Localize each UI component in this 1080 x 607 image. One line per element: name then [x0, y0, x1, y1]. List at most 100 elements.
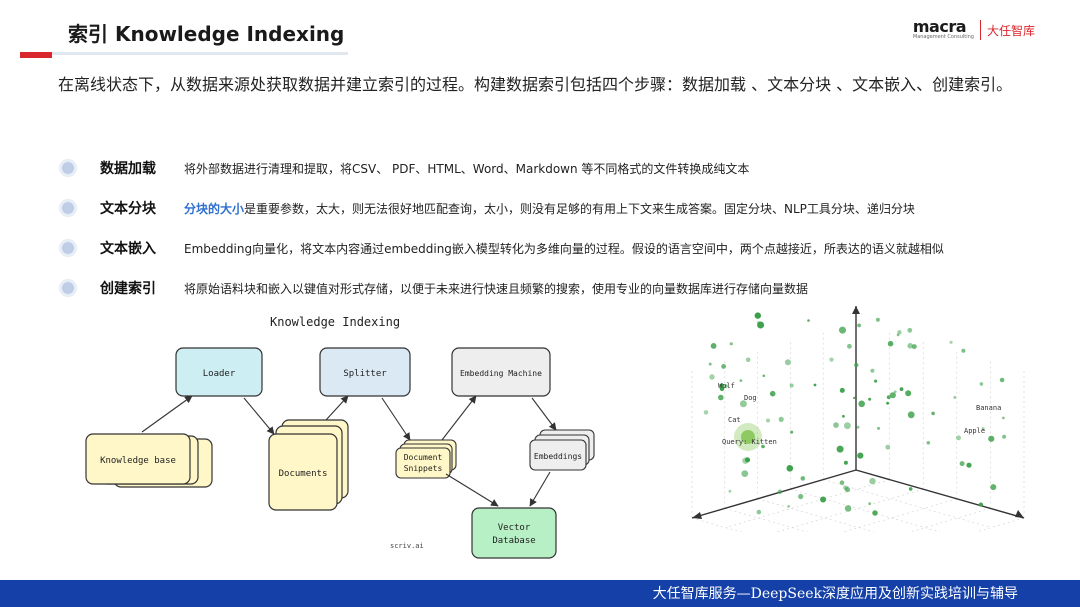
vector-point: [813, 383, 817, 387]
vector-point: [789, 383, 794, 388]
vector-point: [897, 330, 902, 335]
vector-point: [745, 357, 751, 363]
arrow-snippets-to-vector: [445, 473, 499, 507]
vector-point: [868, 502, 872, 505]
arrow-splitter-to-snippets: [381, 397, 411, 441]
arrow-kb-to-loader: [141, 395, 193, 433]
vector-point: [757, 321, 765, 329]
vector-point: [874, 379, 878, 383]
vector-point: [959, 461, 965, 467]
arrow-snippets-to-embedding: [441, 395, 477, 441]
vector-point: [877, 426, 880, 430]
vector-point: [887, 340, 894, 347]
arrow-documents-to-splitter: [325, 395, 349, 421]
logo-divider: [979, 20, 981, 40]
vector-point: [719, 383, 724, 388]
label-query-kitten: Query: Kitten: [722, 438, 777, 446]
grid-line: [725, 479, 890, 528]
step-description: 将原始语料块和嵌入以键值对形式存储，以便于未来进行快速且频繁的搜索，使用专业的向…: [184, 281, 809, 296]
splitter-label: Splitter: [343, 369, 387, 379]
splitter-box: [319, 347, 411, 397]
label-dog: Dog: [744, 394, 757, 402]
step-term: 文本嵌入: [100, 241, 156, 257]
vector-point: [709, 374, 715, 380]
arrow-loader-to-documents: [243, 397, 275, 435]
vector-point: [931, 411, 935, 416]
vector-point: [787, 505, 790, 508]
vector-points: [703, 312, 1007, 516]
logo-subtitle: Management Consulting: [912, 34, 974, 40]
bullet-dot-icon: [62, 242, 74, 254]
vector-point: [856, 425, 860, 429]
loader-box: [175, 347, 263, 397]
vector-space-plot: Wolf Dog Cat Query: Kitten Banana Apple: [691, 306, 1025, 532]
vector-point: [847, 343, 852, 349]
snippets-label-line1: Document: [404, 453, 443, 462]
bullet-dot-icon: [62, 282, 74, 294]
vector-point: [729, 342, 733, 346]
axis-vertical-arrow-icon: [852, 306, 860, 314]
grid-line: [842, 498, 957, 532]
query-point: [741, 430, 755, 444]
label-wolf: Wolf: [718, 382, 735, 390]
embeddings-box: [529, 439, 587, 471]
vector-point: [762, 374, 766, 378]
step-description-rest: 是重要参数，太大，则无法很好地匹配查询，太小，则没有足够的有用上下文来生成答案。…: [244, 201, 915, 216]
vector-point: [769, 390, 776, 397]
intro-paragraph: 在离线状态下，从数据来源处获取数据并建立索引的过程。构建数据索引包括四个步骤：数…: [58, 75, 1013, 94]
knowledge-base-label: Knowledge base: [100, 456, 176, 466]
vector-database-label-line1: Vector: [498, 523, 531, 533]
vector-point: [741, 470, 749, 477]
snippets-label-line2: Snippets: [404, 464, 443, 473]
step-item-indexing: 创建索引 将原始语料块和嵌入以键值对形式存储，以便于未来进行快速且频繁的搜索，使…: [62, 268, 1052, 308]
vector-point: [766, 418, 770, 423]
step-item-loading: 数据加载 将外部数据进行清理和提取，将CSV、 PDF、HTML、Word、Ma…: [62, 148, 1052, 188]
vector-point: [820, 496, 827, 503]
embeddings-label: Embeddings: [534, 452, 582, 461]
brand-logo: macra Management Consulting 大任智库: [912, 19, 1035, 40]
vector-point: [854, 362, 859, 368]
vector-point: [829, 357, 834, 362]
vector-point: [754, 312, 761, 319]
bullet-dot-icon: [62, 202, 74, 214]
vector-point: [843, 485, 848, 491]
vector-point: [710, 343, 717, 349]
vector-point: [739, 400, 747, 408]
title-underline: [20, 52, 348, 55]
vector-point: [886, 401, 889, 405]
vector-point: [896, 333, 900, 337]
label-cat: Cat: [728, 416, 741, 424]
loader-label: Loader: [203, 369, 236, 379]
label-banana: Banana: [976, 404, 1001, 412]
step-item-embedding: 文本嵌入 Embedding向量化，将文本内容通过embedding嵌入模型转化…: [62, 228, 1052, 268]
vector-database-box: [471, 507, 557, 559]
vector-point: [926, 441, 931, 445]
vector-point: [756, 321, 760, 324]
vector-point: [893, 390, 897, 394]
vector-database-label-line2: Database: [492, 536, 535, 546]
axis-left: [691, 469, 857, 519]
vector-point: [885, 444, 891, 450]
vector-point: [956, 435, 961, 441]
vector-point: [786, 465, 794, 472]
knowledge-base-box: [85, 433, 191, 485]
vector-point: [853, 396, 856, 400]
footer-bar: 大任智库服务—DeepSeek深度应用及创新实践培训与辅导: [0, 580, 1080, 607]
step-description: Embedding向量化，将文本内容通过embedding嵌入模型转化为多维向量…: [184, 241, 944, 256]
vector-point: [905, 390, 912, 397]
vector-point: [724, 384, 728, 388]
vector-point: [869, 477, 876, 485]
vector-point: [718, 394, 724, 401]
vector-point: [798, 493, 804, 500]
vector-point: [999, 377, 1005, 383]
title-accent-mark: [20, 52, 52, 58]
step-term: 文本分块: [100, 201, 156, 217]
diagram-title: Knowledge Indexing: [270, 315, 400, 329]
label-apple: Apple: [964, 427, 985, 435]
vector-point: [833, 422, 839, 428]
vector-point: [1002, 416, 1005, 420]
vector-point: [844, 505, 852, 512]
vector-point: [857, 452, 864, 459]
vector-point: [756, 509, 762, 515]
vector-point: [872, 510, 878, 516]
